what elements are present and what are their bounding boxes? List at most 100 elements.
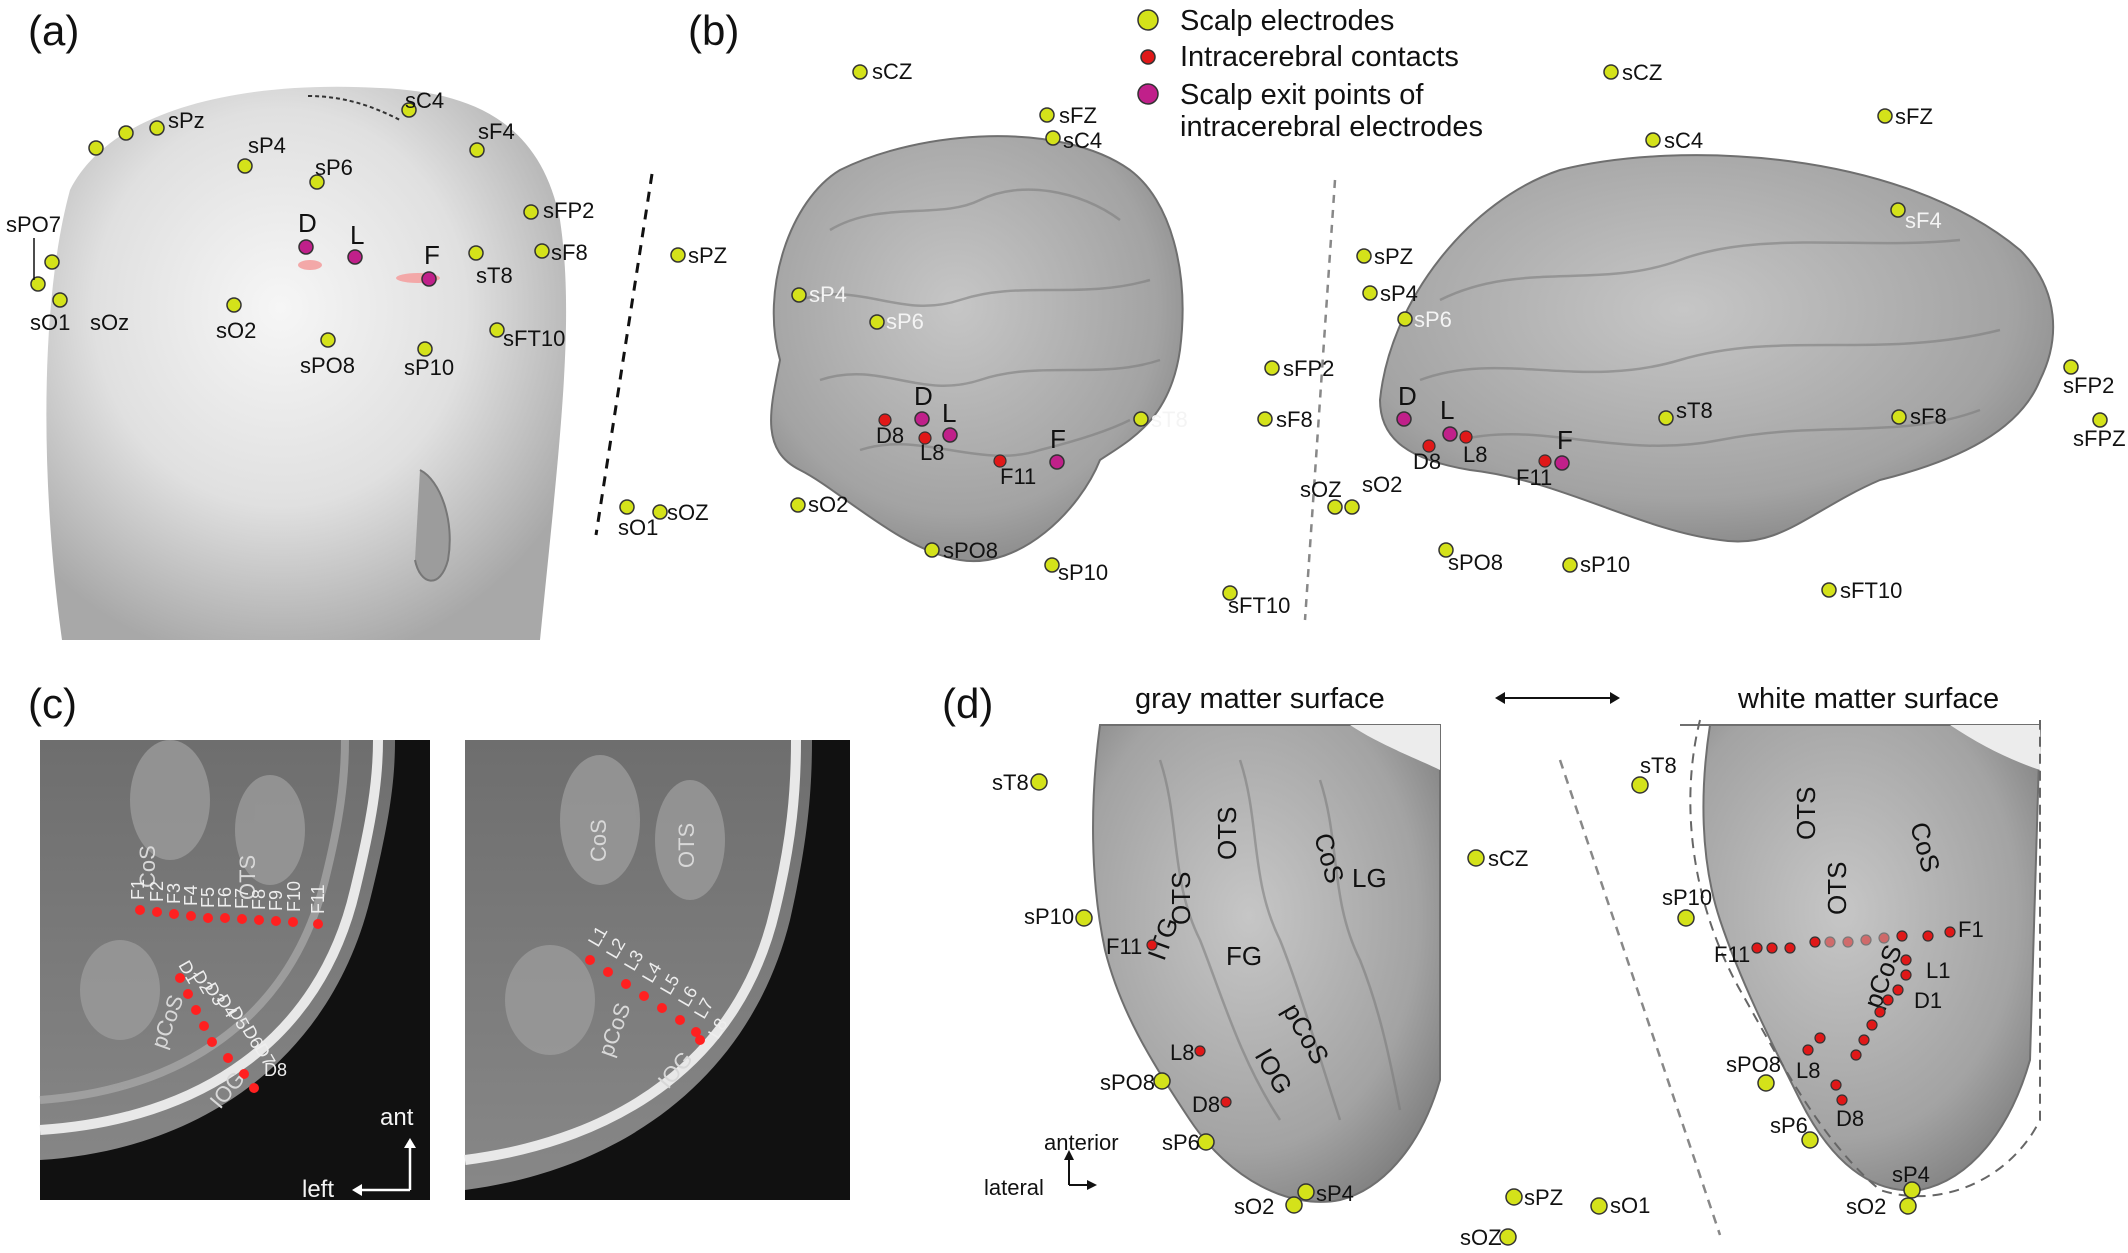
label-b-L: L [942, 398, 956, 428]
label-a-sFT10: sFT10 [503, 326, 565, 351]
mri-right-dark [465, 740, 850, 1200]
mri-left-skull [39, 739, 383, 1135]
panel-b-right-contacts [1396, 411, 1570, 471]
label-a-sP4: sP4 [248, 133, 286, 158]
label-b2-sO2: sO2 [1362, 472, 1402, 497]
label-a-sO1b: sO1 [618, 515, 658, 540]
brain-divider [1303, 179, 1337, 621]
scalp-electrode [320, 332, 336, 348]
gray-OTS-2: OTS [1166, 872, 1196, 925]
scalp-electrode [469, 142, 485, 158]
label-b-sP6: sP6 [886, 309, 924, 334]
title-white-surface: white matter surface [1737, 683, 1999, 715]
mri-F3: F3 [164, 883, 184, 904]
panel-label-b: (b) [688, 7, 739, 54]
legend-scalp-marker [1137, 9, 1159, 31]
white-sT8: sT8 [1640, 753, 1677, 778]
mri-F7: F7 [232, 888, 252, 909]
panel-b-left-scalp [790, 64, 1280, 601]
label-a-L: L [350, 220, 364, 250]
legend-scalp-label: Scalp electrodes [1180, 5, 1394, 37]
label-a-sT8: sT8 [476, 263, 513, 288]
gray-sT8: sT8 [992, 770, 1029, 795]
mri-F6: F6 [215, 887, 235, 908]
label-a-sFP2: sFP2 [543, 198, 594, 223]
label-b2-sF8: sF8 [1910, 404, 1947, 429]
label-b-F: F [1050, 424, 1066, 454]
legend-contact-label: Intracerebral contacts [1180, 41, 1459, 73]
ear-shape [414, 469, 451, 582]
panel-d-gray-contacts [1146, 939, 1232, 1108]
mri-F10: F10 [284, 881, 304, 912]
label-b-sCZ: sCZ [872, 59, 912, 84]
gray-sCZ: sCZ [1488, 846, 1528, 871]
mri-left-contacts [135, 905, 323, 1093]
legend-exit-label-1: Scalp exit points of [1180, 79, 1424, 111]
exit-point-d [298, 239, 314, 255]
panel-d-white-contacts [1751, 926, 1956, 1106]
panel-d: gray matter surface white matter surface… [984, 683, 2042, 1250]
label-b-L8: L8 [920, 440, 944, 465]
label-b2-sP6: sP6 [1414, 307, 1452, 332]
label-a-F: F [424, 240, 440, 270]
head-divider [594, 173, 654, 536]
mri-right-skull [464, 739, 801, 1165]
gray-surface [1092, 724, 1441, 1203]
panel-label-d: (d) [942, 680, 993, 727]
label-b2-sF4: sF4 [1905, 208, 1942, 233]
label-b2-sFPZ: sFPZ [2073, 426, 2126, 451]
white-L8: L8 [1796, 1058, 1820, 1083]
label-a-sO2: sO2 [216, 318, 256, 343]
label-b2-D: D [1398, 381, 1417, 411]
panel-b-left-contacts [878, 411, 1065, 470]
white-F11: F11 [1714, 942, 1750, 967]
panel-label-c: (c) [28, 680, 77, 727]
label-b2-F: F [1557, 425, 1573, 455]
scalp-electrode [468, 245, 484, 261]
label-a-sPO7: sPO7 [6, 212, 61, 237]
white-D1: D1 [1914, 988, 1942, 1013]
label-b-sFP2: sFP2 [1283, 356, 1334, 381]
brain-texture [799, 188, 2001, 458]
white-L1: L1 [1926, 958, 1950, 983]
label-b-sFT10: sFT10 [1228, 593, 1290, 618]
gray-FG: FG [1226, 941, 1262, 971]
panel-d-gray-scalp [1030, 773, 1608, 1246]
scalp-electrode [652, 504, 668, 520]
surface-divider [1558, 759, 1722, 1236]
mri-F5: F5 [198, 887, 218, 908]
white-sPO8: sPO8 [1726, 1052, 1781, 1077]
panel-d-white-scalp [1631, 776, 1921, 1215]
scalp-electrode [670, 247, 686, 263]
mri-right-CoS: CoS [586, 819, 611, 862]
label-a-sOZ: sOZ [667, 500, 709, 525]
mri-F2: F2 [147, 881, 167, 902]
white-surface [1680, 724, 2042, 1192]
panel-a-exit-points [298, 239, 440, 287]
label-b2-sT8: sT8 [1676, 398, 1713, 423]
label-b-sF8: sF8 [1276, 407, 1313, 432]
scalp-electrode [489, 322, 505, 338]
panel-a-scalp-electrodes [30, 102, 686, 520]
scalp-electrode [30, 276, 46, 292]
legend-exit-label-2: intracerebral electrodes [1180, 111, 1483, 143]
brain-left [770, 135, 1184, 563]
white-D8: D8 [1836, 1106, 1864, 1131]
panel-c: CoS OTS pCoS IOG CoS OTS pCoS IOG F1 F2 … [39, 739, 850, 1203]
exit-shadow [298, 260, 322, 270]
exit-point-f [421, 271, 437, 287]
legend-contact-marker [1140, 49, 1156, 65]
label-b2-L: L [1440, 395, 1454, 425]
orient-left: left [302, 1176, 334, 1203]
panel-label-a: (a) [28, 7, 79, 54]
mri-F11: F11 [308, 884, 328, 914]
label-b2-F11: F11 [1516, 465, 1552, 490]
gray-sP10: sP10 [1024, 904, 1074, 929]
white-sP10: sP10 [1662, 885, 1712, 910]
gray-OTS-1: OTS [1212, 807, 1242, 860]
exit-point-l [347, 249, 363, 265]
label-b-sP10: sP10 [1058, 560, 1108, 585]
mri-F4: F4 [181, 885, 201, 906]
label-b2-sFZ: sFZ [1895, 104, 1933, 129]
scalp-electrode [309, 174, 325, 190]
